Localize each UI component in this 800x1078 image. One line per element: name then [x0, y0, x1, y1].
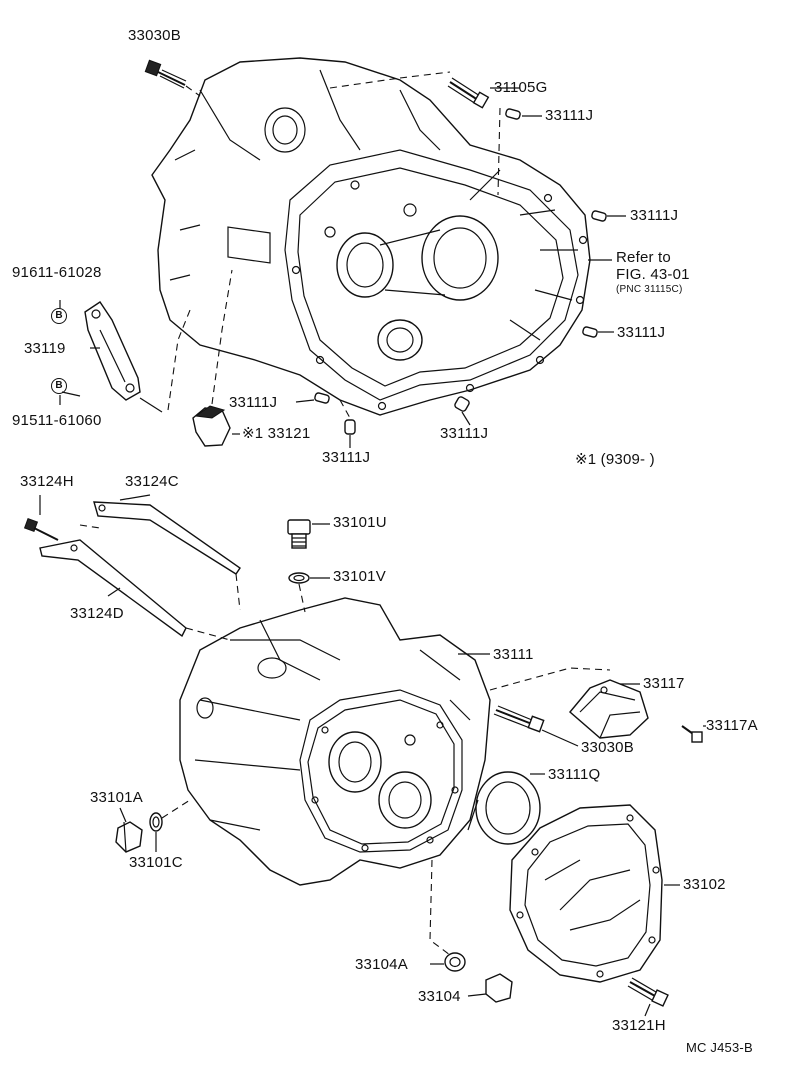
pin-33111j-b	[591, 210, 607, 222]
label-91611-61028: 91611-61028	[12, 264, 102, 281]
dash-33101v	[298, 583, 306, 613]
transaxle-housing	[151, 57, 591, 416]
bracket-33124d	[39, 539, 187, 638]
plug-33101u	[287, 519, 311, 549]
label-33111q: 33111Q	[548, 766, 601, 783]
washer-33101c	[149, 812, 163, 832]
leader-33121h	[644, 1003, 651, 1017]
dash-33111j-a	[497, 107, 501, 196]
bolt-33124h	[23, 517, 59, 541]
reference-line3: (PNC 31115C)	[616, 284, 683, 295]
leader-33124c	[119, 494, 151, 501]
label-33111j-e: 33111J	[322, 449, 371, 466]
bolt-mark-b-upper: B	[51, 308, 67, 324]
label-33101c: 33101C	[129, 854, 183, 871]
label-33111: 33111	[493, 646, 534, 663]
pin-33111j-c	[582, 326, 598, 338]
leader-33124d	[107, 587, 121, 597]
label-31105g: 31105G	[494, 79, 548, 96]
link-33119	[139, 397, 163, 413]
cover-33117	[569, 679, 649, 739]
dash-33124	[79, 524, 241, 641]
bolt-33121h	[627, 977, 669, 1007]
dash-33121	[211, 269, 233, 405]
pin-33111j-f	[454, 396, 470, 412]
bolt-33117a	[681, 725, 703, 743]
label-33111j-b: 33111J	[630, 207, 679, 224]
bracket-33124c	[93, 501, 241, 575]
label-33030b-top: 33030B	[128, 27, 181, 44]
label-33119: 33119	[24, 340, 66, 357]
bracket-33119	[84, 301, 141, 401]
dash-33104	[429, 859, 451, 956]
plug-33121	[192, 405, 231, 447]
label-33124d: 33124D	[70, 605, 124, 622]
leader-33030b-top	[185, 85, 201, 97]
label-33030b-mid: 33030B	[581, 739, 634, 756]
washer-33104a	[444, 952, 466, 972]
bolt-31105g	[447, 77, 490, 109]
label-33104: 33104	[418, 988, 461, 1005]
label-33117a: 33117A	[706, 717, 758, 734]
clutch-housing-33102	[509, 804, 663, 983]
label-33104a: 33104A	[355, 956, 408, 973]
label-33124c: 33124C	[125, 473, 179, 490]
dash-33101c	[161, 799, 191, 819]
washer-33101v	[288, 572, 310, 584]
footnote-date-range: ※1 (9309- )	[575, 451, 655, 468]
diagram-code: MC J453-B	[686, 1040, 753, 1055]
label-33117: 33117	[643, 675, 685, 692]
label-33111j-d: 33111J	[229, 394, 278, 411]
label-33101u: 33101U	[333, 514, 387, 531]
plug-33101a	[115, 821, 143, 853]
label-33111j-a: 33111J	[545, 107, 594, 124]
leader-33111j-d	[295, 399, 315, 403]
leader-33101a	[119, 807, 127, 823]
label-33101v: 33101V	[333, 568, 386, 585]
oil-seal-33111q	[467, 771, 541, 845]
reference-line2: FIG. 43-01	[616, 266, 690, 283]
reference-line1: Refer to	[616, 249, 671, 266]
label-33121h: 33121H	[612, 1017, 666, 1034]
label-91511-61060: 91511-61060	[12, 412, 102, 429]
pin-33111j-a	[505, 108, 521, 120]
label-33124h: 33124H	[20, 473, 74, 490]
pin-33111j-d	[314, 392, 330, 404]
bolt-33030b-mid	[493, 705, 545, 733]
label-33111j-f: 33111J	[440, 425, 489, 442]
label-33121: ※1 33121	[242, 425, 311, 442]
dash-31105g	[329, 71, 451, 89]
plug-33104	[485, 973, 513, 1003]
leader-91511	[59, 391, 81, 405]
label-33102: 33102	[683, 876, 726, 893]
label-33101a: 33101A	[90, 789, 143, 806]
bolt-33030b-top	[144, 59, 187, 89]
dash-33117	[489, 667, 611, 691]
dash-33111j-e	[339, 399, 351, 419]
transmission-case	[179, 597, 491, 886]
bolt-mark-b-lower: B	[51, 378, 67, 394]
leader-33030b-mid	[541, 729, 579, 747]
leader-33104	[467, 993, 487, 997]
pin-33111j-e	[344, 419, 356, 435]
label-33111j-c: 33111J	[617, 324, 666, 341]
leader-33111j-f	[461, 411, 471, 426]
